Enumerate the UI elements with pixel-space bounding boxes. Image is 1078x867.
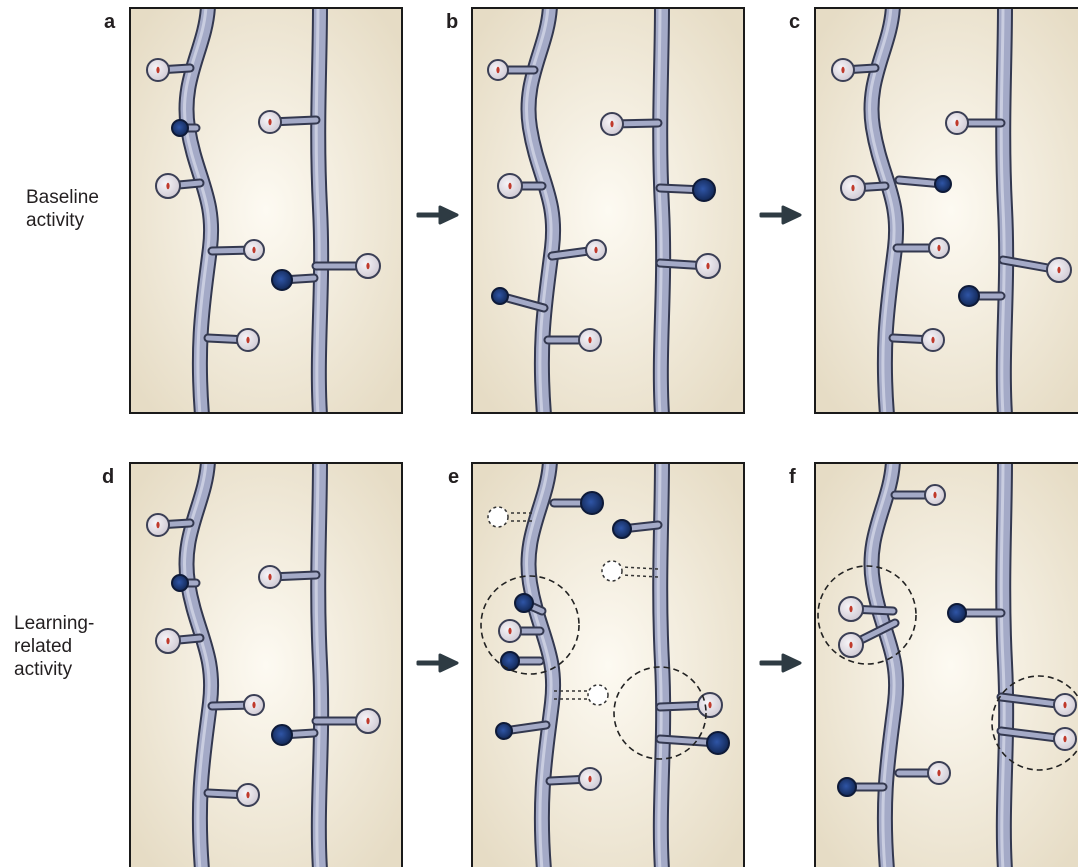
panel-f: f bbox=[789, 461, 1078, 867]
panel-letter-a: a bbox=[104, 11, 116, 33]
panel-frame bbox=[815, 463, 1078, 867]
arrow-icon bbox=[761, 655, 800, 671]
panel-e: e bbox=[448, 461, 744, 867]
panel-d: d bbox=[102, 461, 402, 867]
panel-letter-b: b bbox=[446, 11, 458, 33]
panel-letter-f: f bbox=[789, 466, 796, 488]
arrow-icon bbox=[761, 207, 800, 223]
panel-a: a bbox=[104, 6, 402, 415]
panel-letter-e: e bbox=[448, 466, 459, 488]
panel-c: c bbox=[789, 6, 1078, 415]
arrow-icon bbox=[418, 207, 457, 223]
panel-letter-c: c bbox=[789, 11, 800, 33]
panel-b: b bbox=[446, 6, 744, 415]
arrow-icon bbox=[418, 655, 457, 671]
panel-letter-d: d bbox=[102, 466, 114, 488]
